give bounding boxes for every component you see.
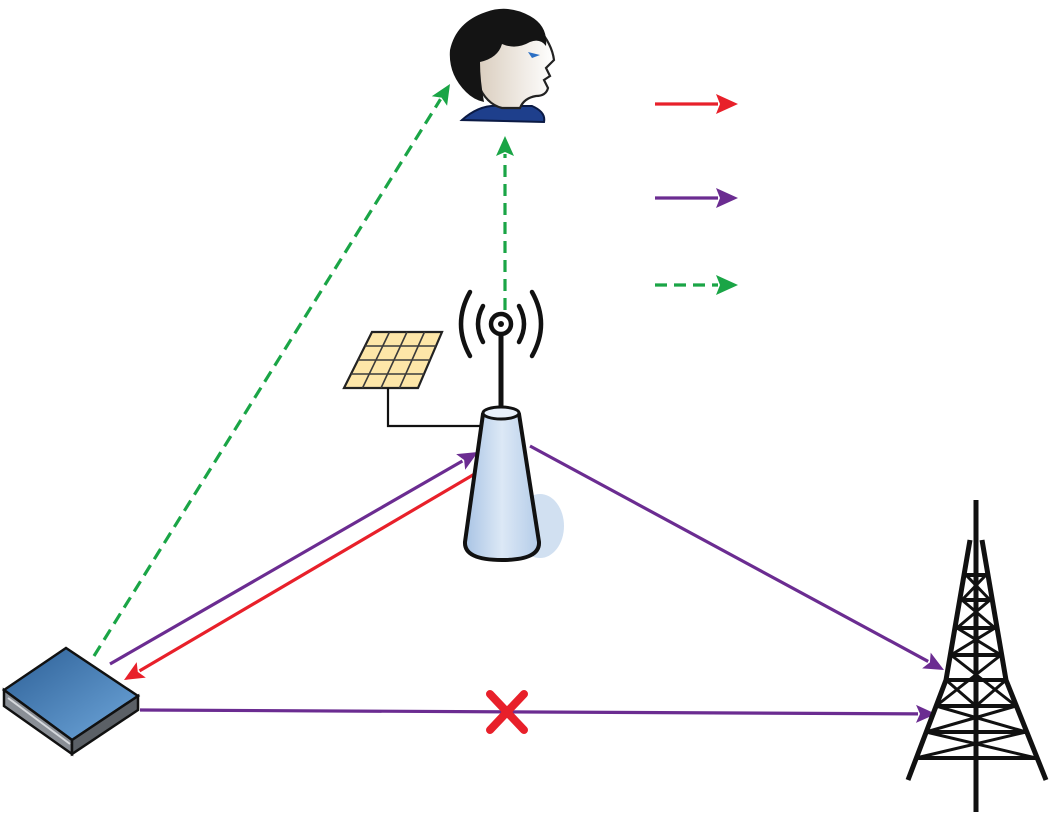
solar-panel-icon — [342, 330, 484, 428]
wireless-link-device-to-user — [92, 84, 450, 657]
links-layer — [92, 84, 944, 723]
collar — [459, 104, 546, 124]
info-link-device-to-relay — [109, 452, 478, 666]
relay-antenna-icon — [458, 289, 564, 563]
signal-wave-right-outer — [529, 289, 544, 359]
power-cable — [386, 388, 484, 428]
info-link-device-to-tower — [139, 704, 936, 723]
wireless-link-relay-to-user — [496, 136, 514, 310]
legend — [655, 94, 738, 295]
info-link-relay-to-tower — [529, 444, 944, 670]
router-device-icon — [1, 646, 141, 757]
hair — [449, 8, 547, 102]
person-head-icon — [449, 8, 556, 124]
legend-symbol-solid-purple-arrow — [655, 188, 738, 208]
legend-item — [655, 275, 738, 295]
cell-tower-icon — [905, 500, 1049, 812]
cross-icon — [486, 690, 528, 734]
legend-item — [655, 94, 738, 114]
eye — [528, 52, 540, 58]
energy-link-relay-to-device — [124, 470, 479, 680]
legend-symbol-dashed-green-arrow — [655, 275, 738, 295]
signal-wave-left-outer — [458, 289, 473, 359]
legend-item — [655, 188, 738, 208]
legend-symbol-solid-red-arrow — [655, 94, 738, 114]
signal-wave-left-inner — [475, 303, 486, 345]
signal-wave-right-inner — [516, 303, 527, 345]
